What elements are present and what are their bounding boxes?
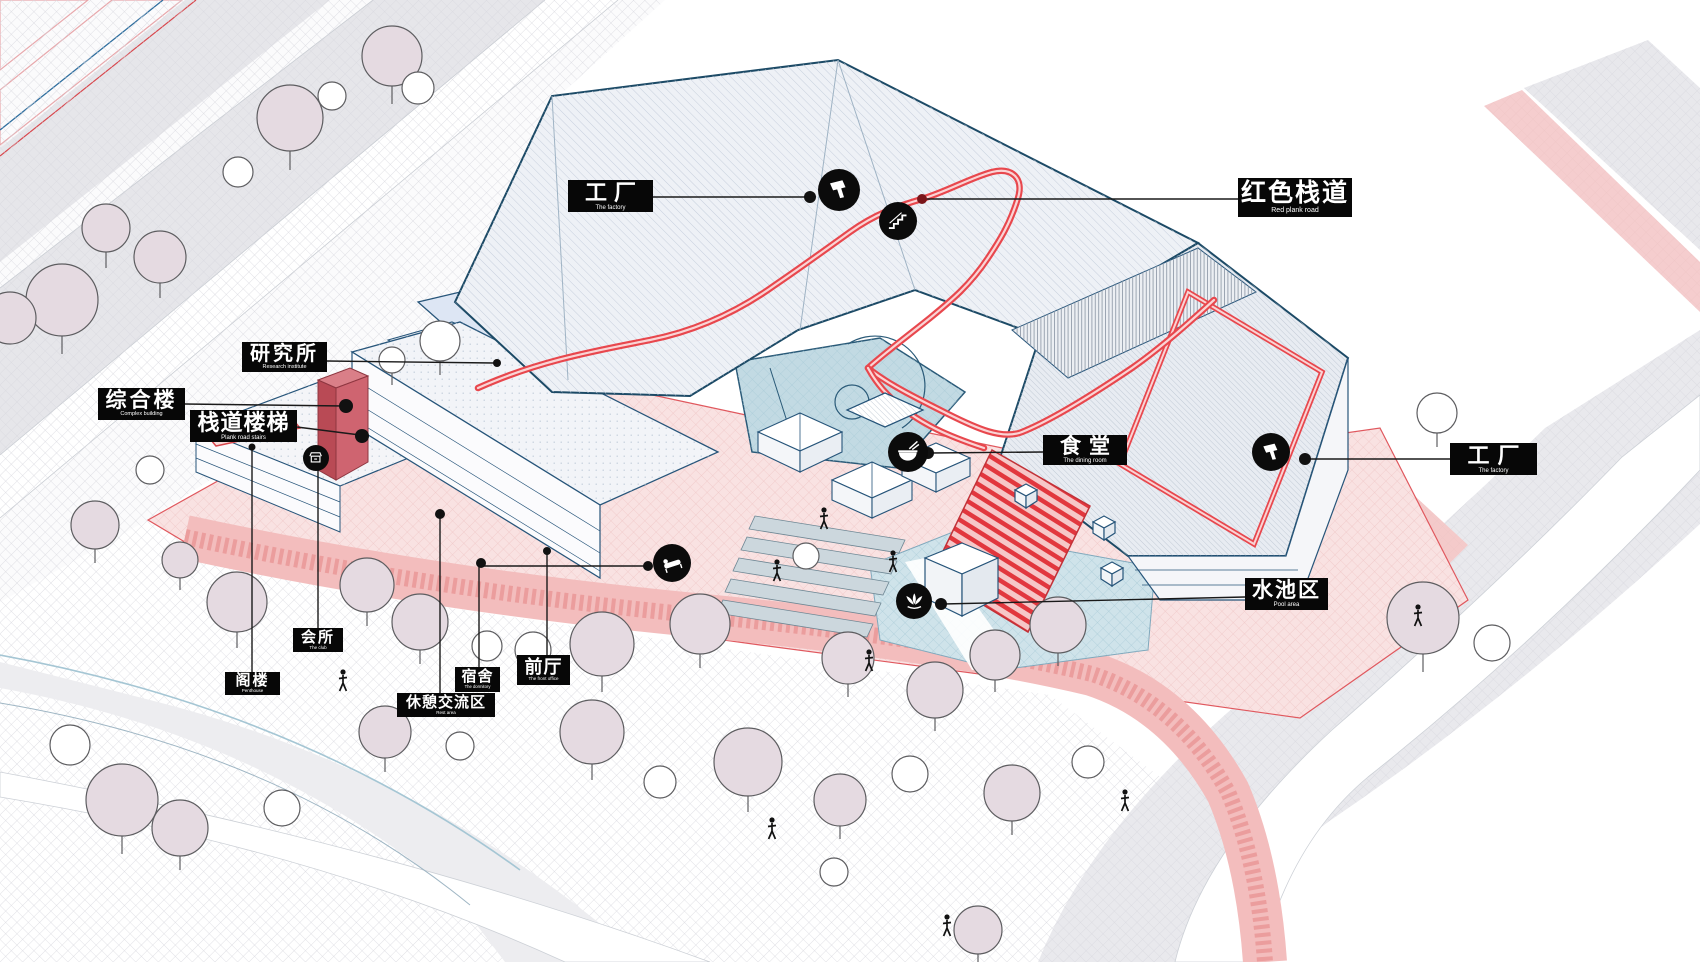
label-zh: 工厂 [1467, 442, 1528, 468]
label-en: Pool area [1273, 602, 1300, 608]
stairs-icon [879, 202, 917, 240]
label-plank-road-stairs: 栈道楼梯 Plank road stairs [190, 410, 297, 442]
label-dormitory: 宿舍 The dormitory [455, 667, 500, 692]
label-en: The dining room [1063, 458, 1107, 464]
label-zh: 工厂 [584, 179, 643, 205]
label-zh: 会所 [300, 628, 335, 646]
label-en: The factory [1478, 467, 1509, 474]
label-zh: 食堂 [1060, 435, 1118, 458]
leader-lines [184, 191, 1450, 695]
terraced-steps [716, 515, 906, 638]
label-zh: 宿舍 [461, 668, 494, 686]
label-factory-right: 工厂 The factory [1450, 443, 1537, 475]
label-zh: 前厅 [524, 657, 563, 678]
label-en: Plank road stairs [221, 434, 266, 441]
label-en: The front office [528, 676, 559, 682]
bed-icon [653, 544, 691, 582]
label-zh: 红色栈道 [1240, 179, 1349, 207]
label-pool-area: 水池区 Pool area [1245, 578, 1328, 610]
label-zh: 栈道楼梯 [197, 409, 290, 435]
factory-roof-main [453, 58, 1201, 398]
roads-upper-left [0, 0, 665, 602]
label-en: The factory [595, 204, 626, 211]
label-en: Red plank road [1271, 207, 1319, 214]
label-zh: 综合楼 [105, 389, 178, 413]
label-front-office: 前厅 The front office [517, 655, 570, 685]
label-complex-building: 综合楼 Complex building [98, 388, 185, 420]
label-research-institute: 研究所 Research institute [242, 342, 327, 372]
noodle-bowl-icon [888, 432, 928, 472]
hammer-icon [818, 169, 860, 211]
label-red-plank-road: 红色栈道 Red plank road [1238, 178, 1352, 217]
lotus-icon [896, 583, 932, 619]
label-zh: 阁楼 [235, 672, 270, 690]
red-plank-road-path [474, 167, 1218, 452]
leader-dots [248, 191, 1311, 610]
label-en: Research institute [262, 363, 307, 370]
label-en: Rest area [436, 709, 456, 715]
label-zh: 水池区 [1252, 579, 1321, 602]
label-en: The dormitory [464, 684, 491, 690]
label-penthouse: 阁楼 Penthouse [225, 672, 280, 695]
label-dining-room: 食堂 The dining room [1043, 435, 1127, 465]
box-icon [303, 445, 329, 471]
label-factory-left: 工厂 The factory [568, 180, 653, 212]
label-en: The club [309, 644, 327, 650]
factory-roof-right [998, 241, 1350, 601]
white-cubes [923, 483, 1125, 617]
hammer-icon [1252, 433, 1290, 471]
label-en: Penthouse [241, 688, 264, 694]
label-en: Complex building [120, 411, 163, 418]
label-zh: 休憩交流区 [405, 693, 486, 711]
label-zh: 研究所 [250, 342, 319, 365]
label-club: 会所 The club [293, 628, 343, 652]
label-rest-area: 休憩交流区 Rest area [397, 693, 495, 717]
